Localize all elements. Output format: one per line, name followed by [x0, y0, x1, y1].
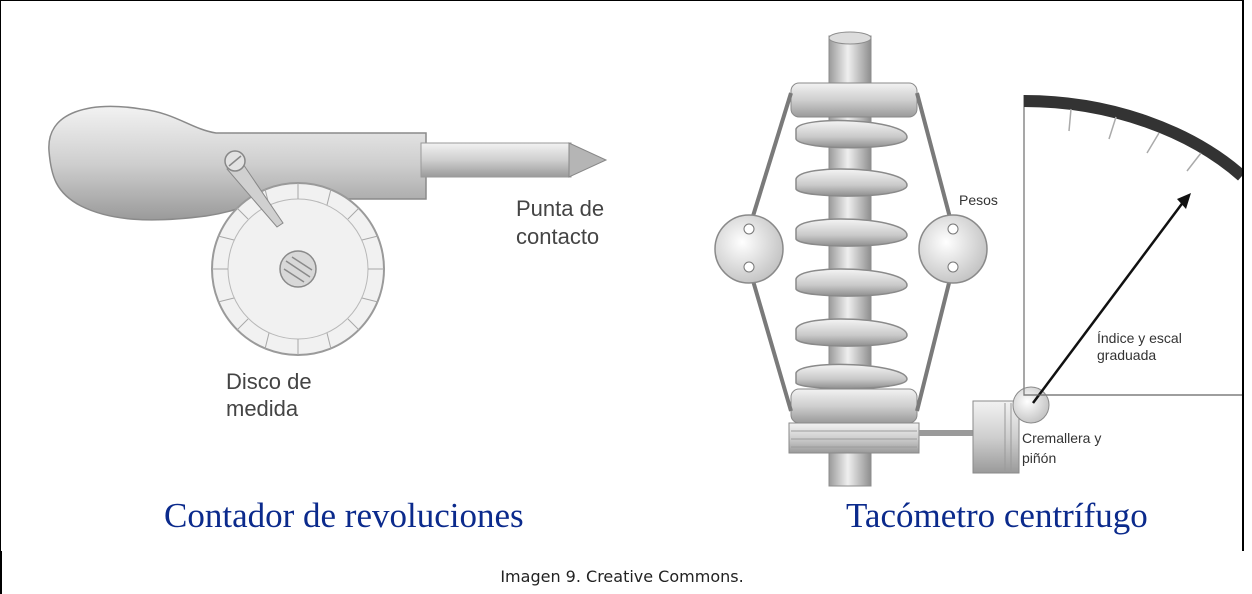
figure-illustration: Punta de contacto Disco de medida — [48, 31, 1242, 487]
label-contact-tip-line2: contacto — [516, 224, 599, 249]
label-index-line1: Índice y escal — [1097, 330, 1182, 346]
disc-ticks — [212, 183, 384, 355]
scale-arc — [1023, 95, 1242, 181]
frame-right-border — [1242, 0, 1244, 550]
centrifugal-tachometer-drawing: Pesos Índice y escal graduada Cremallera… — [714, 31, 1242, 487]
pinion — [1012, 386, 1050, 424]
top-collar — [790, 82, 918, 118]
label-weights: Pesos — [959, 192, 998, 208]
label-rack-line2: piñón — [1022, 450, 1056, 466]
spring-coils — [795, 119, 908, 390]
bottom-collar — [790, 388, 918, 424]
counter-shaft — [420, 142, 572, 178]
label-index-line2: graduada — [1097, 347, 1156, 363]
left-weight — [714, 214, 784, 284]
scale-ticks — [1068, 108, 1202, 172]
index-needle — [1031, 200, 1186, 404]
figure-image: Punta de contacto Disco de medida — [1, 1, 1242, 551]
label-disc-line1: Disco de — [226, 369, 312, 394]
label-contact-tip-line1: Punta de — [516, 196, 604, 221]
right-figure-title: Tacómetro centrífugo — [846, 496, 1148, 535]
image-caption: Imagen 9. Creative Commons. — [500, 567, 744, 586]
label-disc-line2: medida — [226, 396, 299, 421]
label-rack-line1: Cremallera y — [1022, 430, 1101, 446]
left-figure-title: Contador de revoluciones — [164, 496, 524, 535]
revolution-counter-drawing: Punta de contacto Disco de medida — [48, 105, 608, 421]
counter-contact-tip — [568, 142, 608, 178]
linkage-arms — [747, 92, 955, 412]
rack — [972, 400, 1020, 474]
right-weight — [918, 214, 988, 284]
